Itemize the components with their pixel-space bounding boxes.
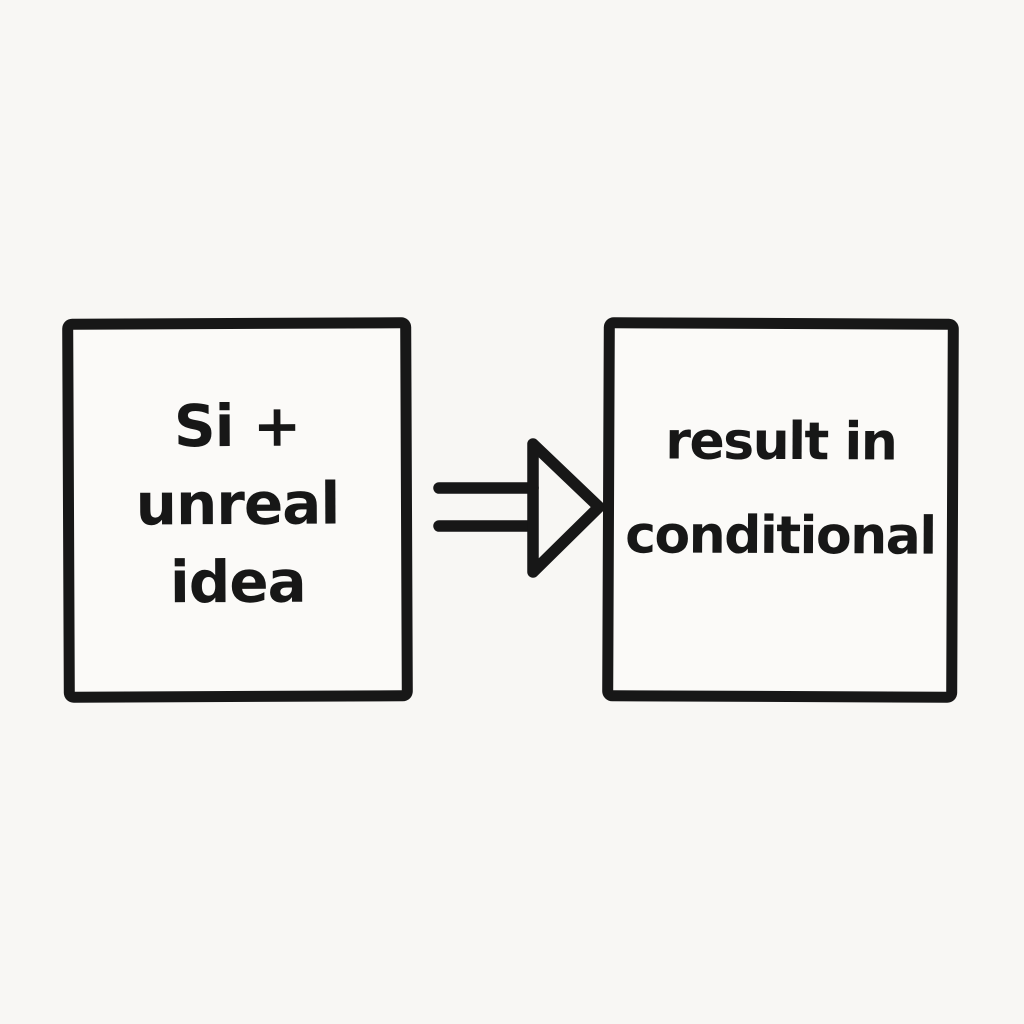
right-box-line-2: conditional [625,505,936,567]
right-box-result-conditional: result in conditional [602,317,959,703]
right-box-line-1: result in [665,411,897,473]
left-box-line-2: unreal [135,469,340,539]
arrow-head [527,438,605,578]
left-box-text: Si + unreal idea [135,386,340,622]
right-box-text: result in conditional [625,396,936,585]
left-box-line-1: Si + [173,391,301,460]
left-box-line-3: idea [169,547,306,617]
left-box-si-unreal-idea: Si + unreal idea [62,317,413,703]
right-arrow-icon [430,433,610,583]
